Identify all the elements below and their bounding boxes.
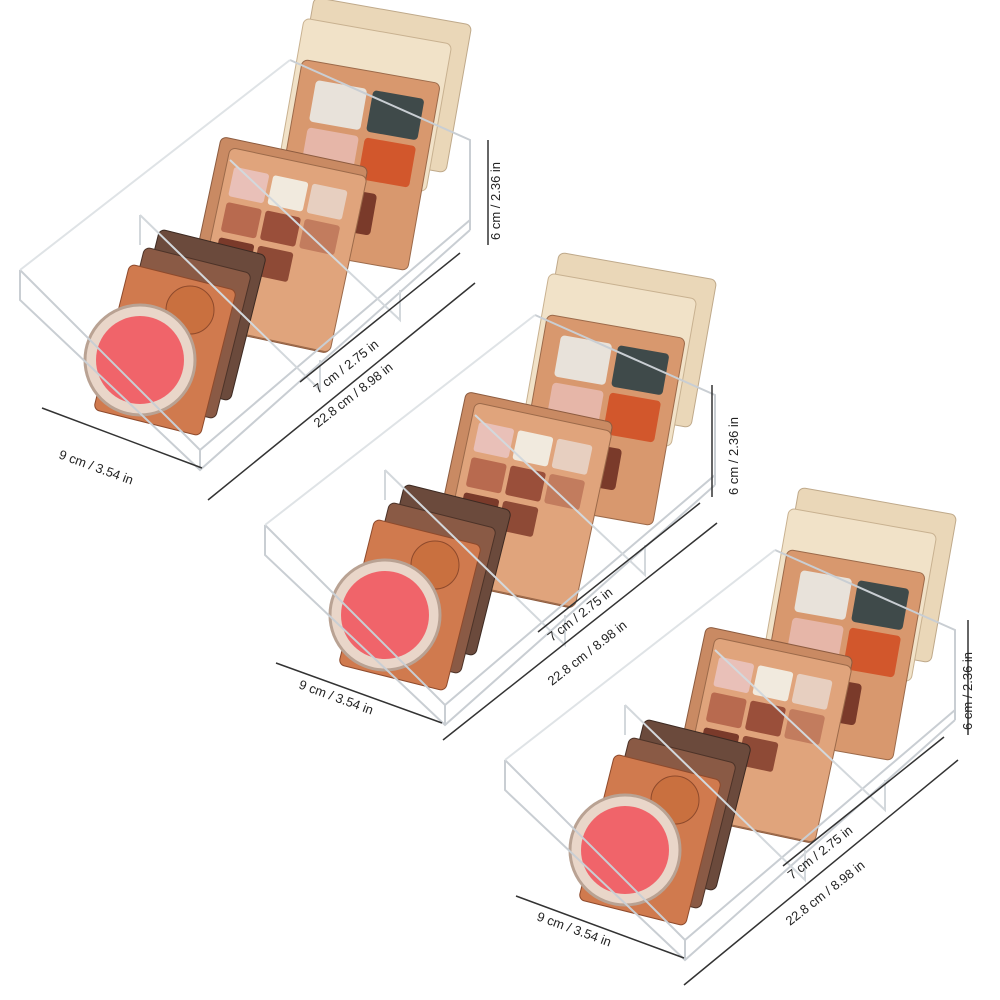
height-dimension-label: 6 cm / 2.36 in [960,652,975,730]
dimension-lines-top [41,140,489,501]
dimension-lines-bottom [515,620,969,986]
width-dimension-label: 9 cm / 3.54 in [297,677,375,718]
height-dimension-label: 6 cm / 2.36 in [488,162,503,240]
dimension-lines-middle [275,385,718,741]
organizer-top [18,0,474,472]
height-dimension-label: 6 cm / 2.36 in [726,417,741,495]
width-dimension-label: 9 cm / 3.54 in [535,909,613,950]
width-dimension-label: 9 cm / 3.54 in [57,447,135,488]
